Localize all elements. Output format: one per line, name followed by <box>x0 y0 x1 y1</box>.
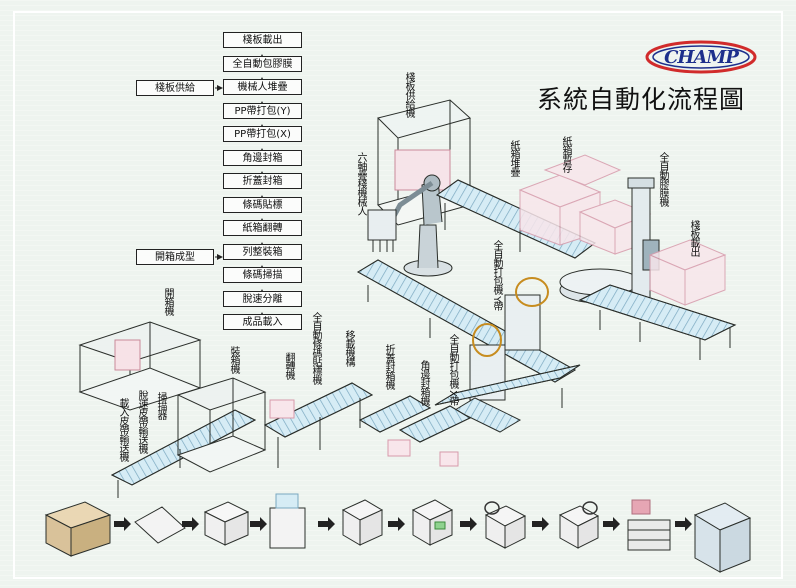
page-border <box>13 11 783 579</box>
champ-logo: CHAMP <box>645 40 757 74</box>
label-flipper: 翻轉機 <box>283 352 294 379</box>
label-infeed: 載入皮帶輸送機 <box>117 398 128 461</box>
flow-step-pallet-out: 棧板載出 <box>223 32 302 48</box>
side-pallet-supply: 棧板供給 <box>136 80 214 96</box>
label-film-wrapper: 全自動膠膜機 <box>657 152 668 206</box>
label-fold-sealer: 折蓋封箱機 <box>383 344 394 389</box>
label-scanner: 掃描器 <box>155 392 166 419</box>
flow-step-film-wrap: 全自動包膠膜 <box>223 56 302 72</box>
side-carton-forming: 開箱成型 <box>136 249 214 265</box>
strip-arrows <box>114 517 692 531</box>
flow-step-separate: 脫速分離 <box>223 291 302 307</box>
flow-step-barcode-scan: 條碼掃描 <box>223 267 302 283</box>
label-strapper-y: 全自動打包機 Y帶 <box>491 240 502 311</box>
label-pallet-feeder: 棧板供給機 <box>403 72 414 117</box>
label-box-opener: 開箱機 <box>162 288 173 315</box>
flow-step-carton-flip: 紙箱翻轉 <box>223 220 302 236</box>
packing-cell <box>78 321 472 498</box>
flow-step-strap-y: PP帶打包(Y) <box>223 103 302 119</box>
label-strapper-x: 全自動打包機 X帶 <box>447 334 458 406</box>
label-pallet-out: 棧板載出 <box>688 220 699 256</box>
palletizing-cell <box>367 99 737 360</box>
label-packer: 裝箱機 <box>228 346 239 373</box>
label-robot: 六軸疊棧機械人 <box>355 152 366 215</box>
flow-step-pack: 列整裝箱 <box>223 244 302 260</box>
logo-text: CHAMP <box>664 47 739 68</box>
flow-step-barcode-label: 條碼貼標 <box>223 197 302 213</box>
label-barcode-labeler: 全自動條碼貼標機 <box>310 312 321 384</box>
label-separator: 脫速皮帶輸送機 <box>136 390 147 453</box>
logo-graphic <box>645 40 757 74</box>
label-corner-sealer: 角邊封箱機 <box>418 360 429 405</box>
process-strip <box>44 493 752 573</box>
diagram-title: 系統自動化流程圖 <box>537 85 746 114</box>
flow-step-infeed: 成品載入 <box>223 314 302 330</box>
strapping-line <box>357 259 581 433</box>
label-carton-temp: 紙箱暫存 <box>560 136 571 172</box>
flow-step-strap-x: PP帶打包(X) <box>223 126 302 142</box>
label-transfer: 移載機構 <box>343 330 354 366</box>
flow-step-corner-seal: 角邊封箱 <box>223 150 302 166</box>
flow-step-robot-stack: 機械人堆疊 <box>223 79 302 95</box>
flow-step-fold-seal: 折蓋封箱 <box>223 173 302 189</box>
label-carton-stacking: 紙箱堆疊 <box>508 140 519 176</box>
